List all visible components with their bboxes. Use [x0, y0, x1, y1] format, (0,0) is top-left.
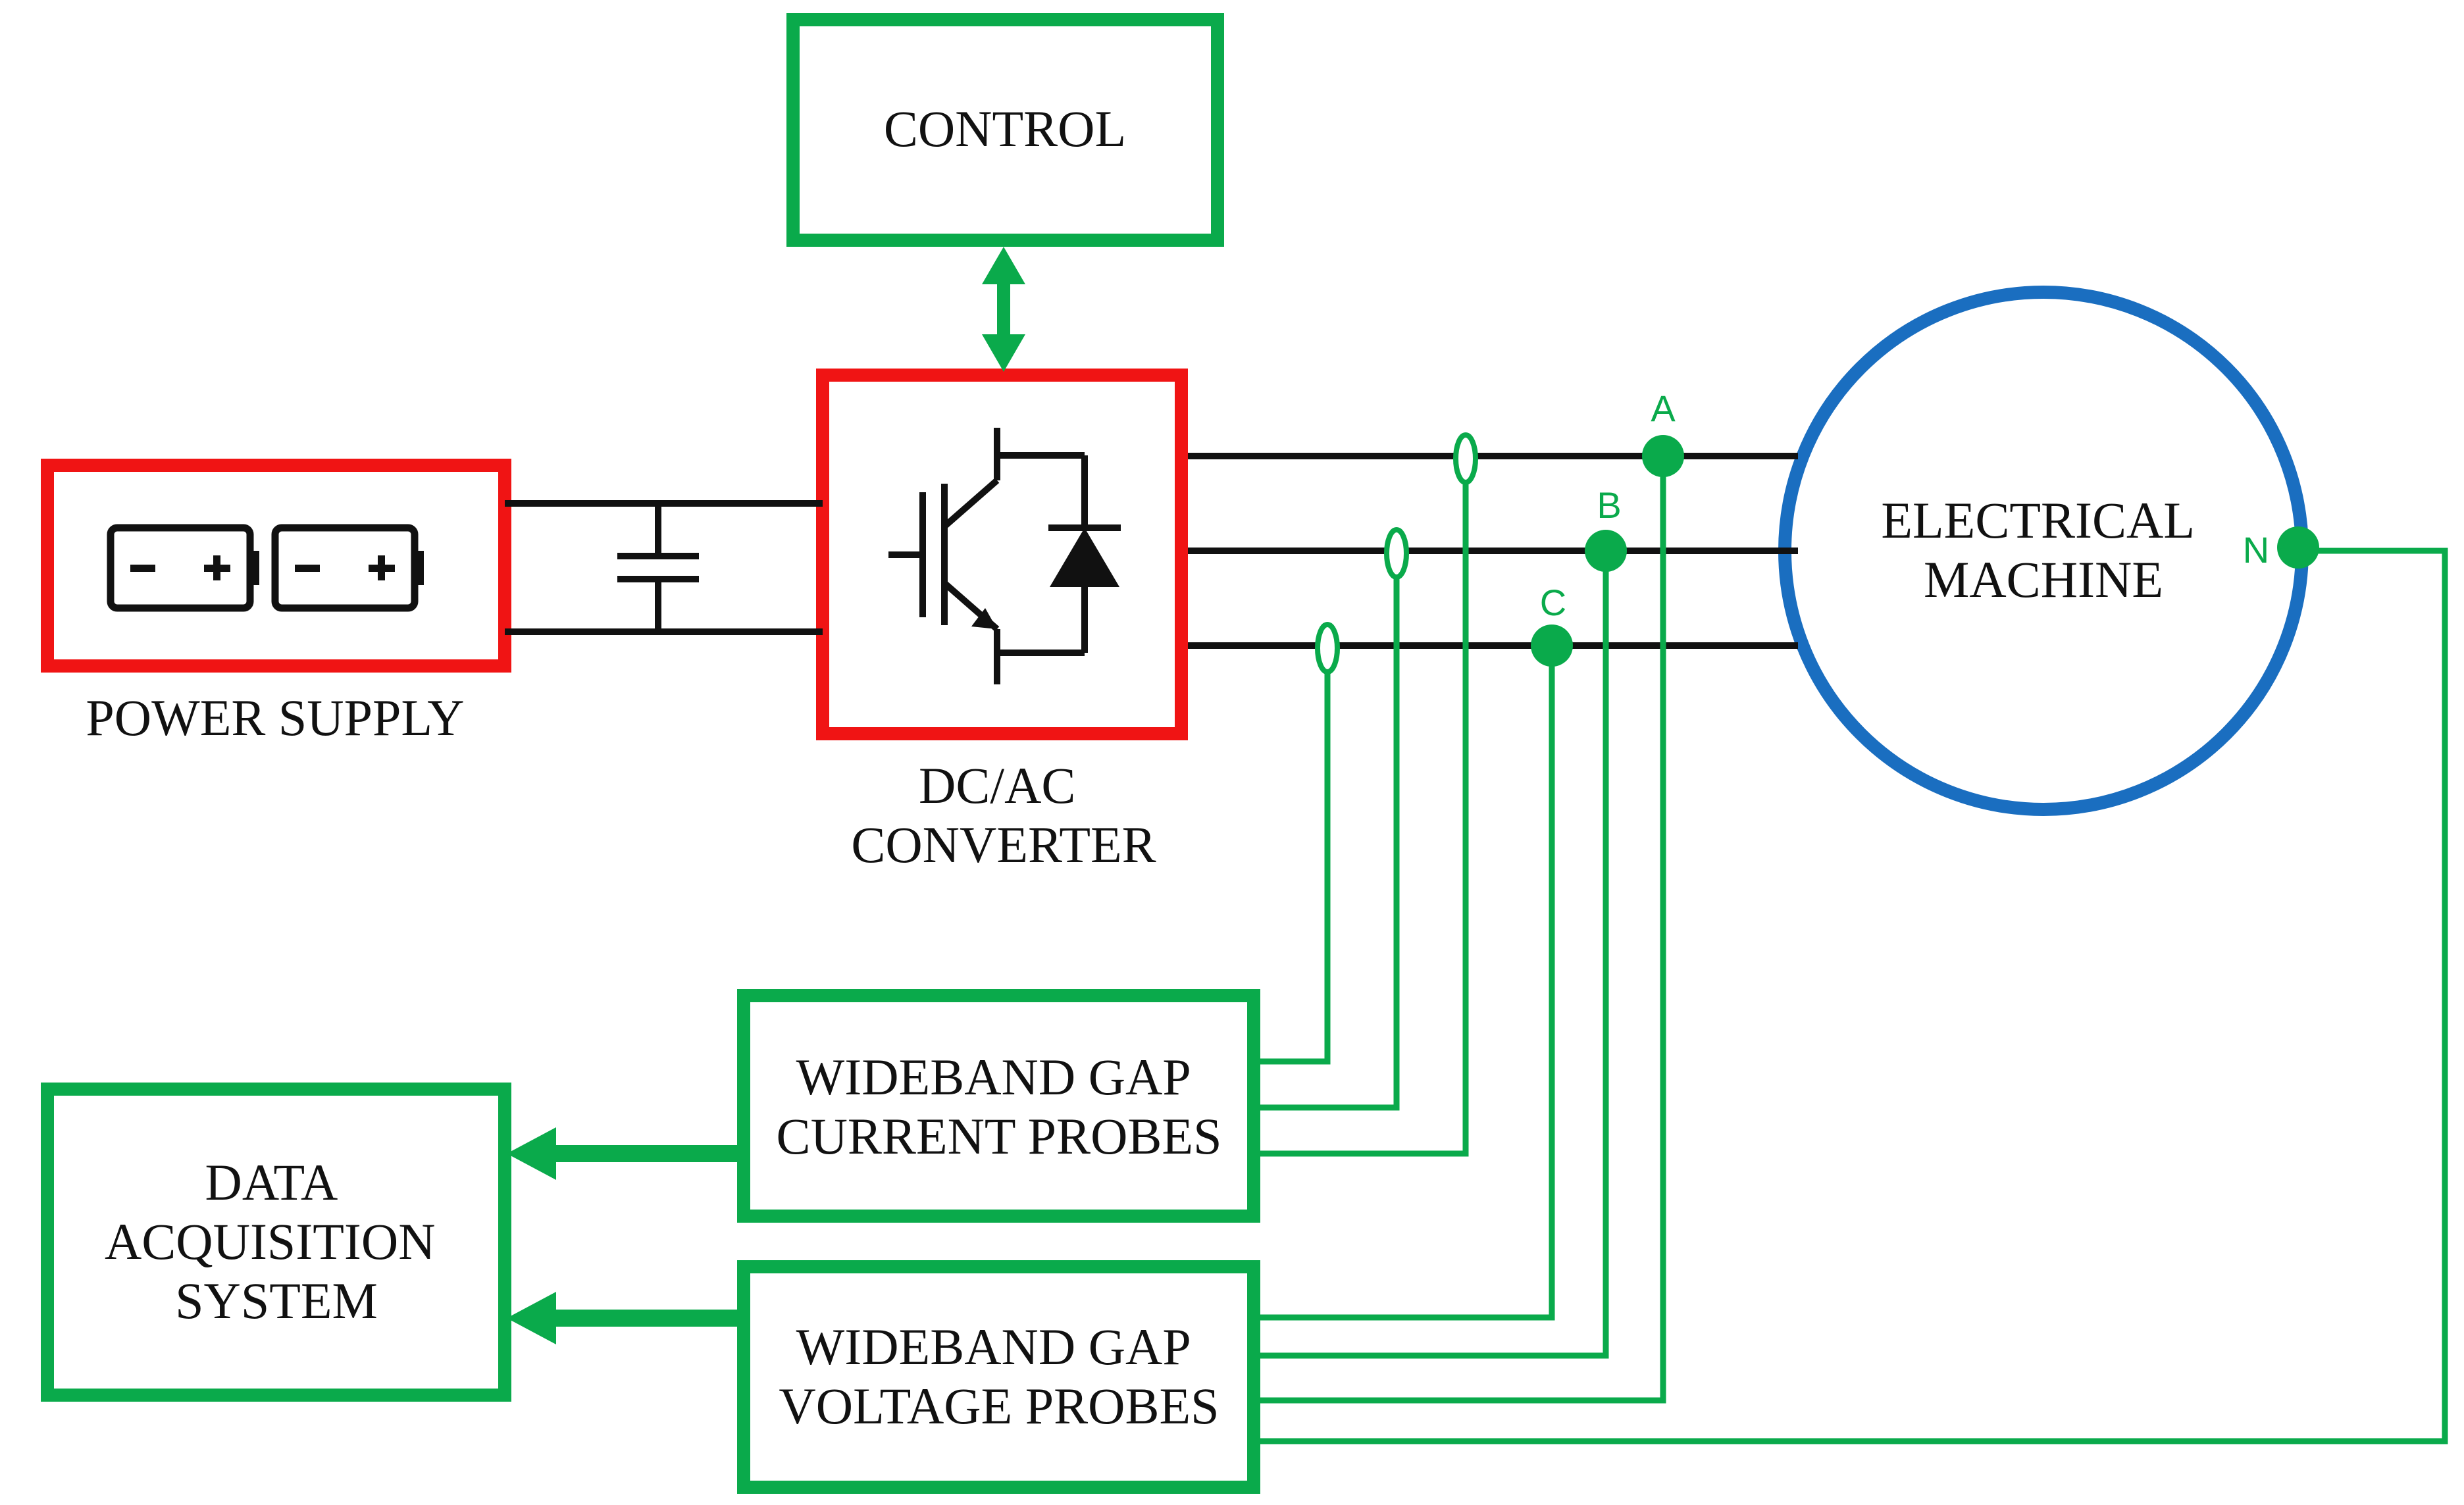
power-supply-box [41, 459, 511, 673]
probe-to-daq-arrows [507, 1127, 744, 1344]
voltage-probes-label: WIDEBAND GAP VOLTAGE PROBES [779, 1318, 1219, 1435]
converter-label: DC/AC CONVERTER [851, 757, 1156, 873]
voltage-probes-box [737, 1260, 1260, 1494]
daq-box [41, 1083, 511, 1402]
igbt-icon [888, 428, 1088, 684]
control-box [786, 13, 1224, 247]
dc-bus [505, 500, 823, 635]
machine-label: ELECTRICAL MACHINE [1881, 492, 2205, 608]
current-probes-box [737, 989, 1260, 1223]
capacitor-icon [617, 503, 699, 632]
current-probes-label: WIDEBAND GAP CURRENT PROBES [777, 1048, 1222, 1165]
igbt-emitter-arrow [971, 608, 997, 629]
control-link-arrow [982, 247, 1025, 372]
point-b [1585, 530, 1627, 572]
measurement-points [1531, 435, 2319, 667]
point-a-label: A [1651, 388, 1676, 429]
point-a [1642, 435, 1684, 477]
point-n [2277, 526, 2319, 569]
converter-box [816, 369, 1188, 740]
battery-icon [271, 524, 424, 612]
diode-icon [1048, 524, 1121, 587]
point-c [1531, 625, 1573, 667]
daq-label: DATA ACQUISITION SYSTEM [105, 1154, 448, 1329]
control-label: CONTROL [884, 100, 1126, 157]
power-supply-label: POWER SUPPLY [86, 689, 464, 746]
point-b-label: B [1597, 484, 1621, 526]
phase-lines [1188, 453, 1798, 649]
battery-icon [107, 524, 259, 612]
point-c-label: C [1540, 582, 1566, 623]
probe-wires [1254, 456, 2448, 1444]
point-n-label: N [2243, 529, 2269, 571]
current-clamp-icon [1315, 432, 1478, 675]
